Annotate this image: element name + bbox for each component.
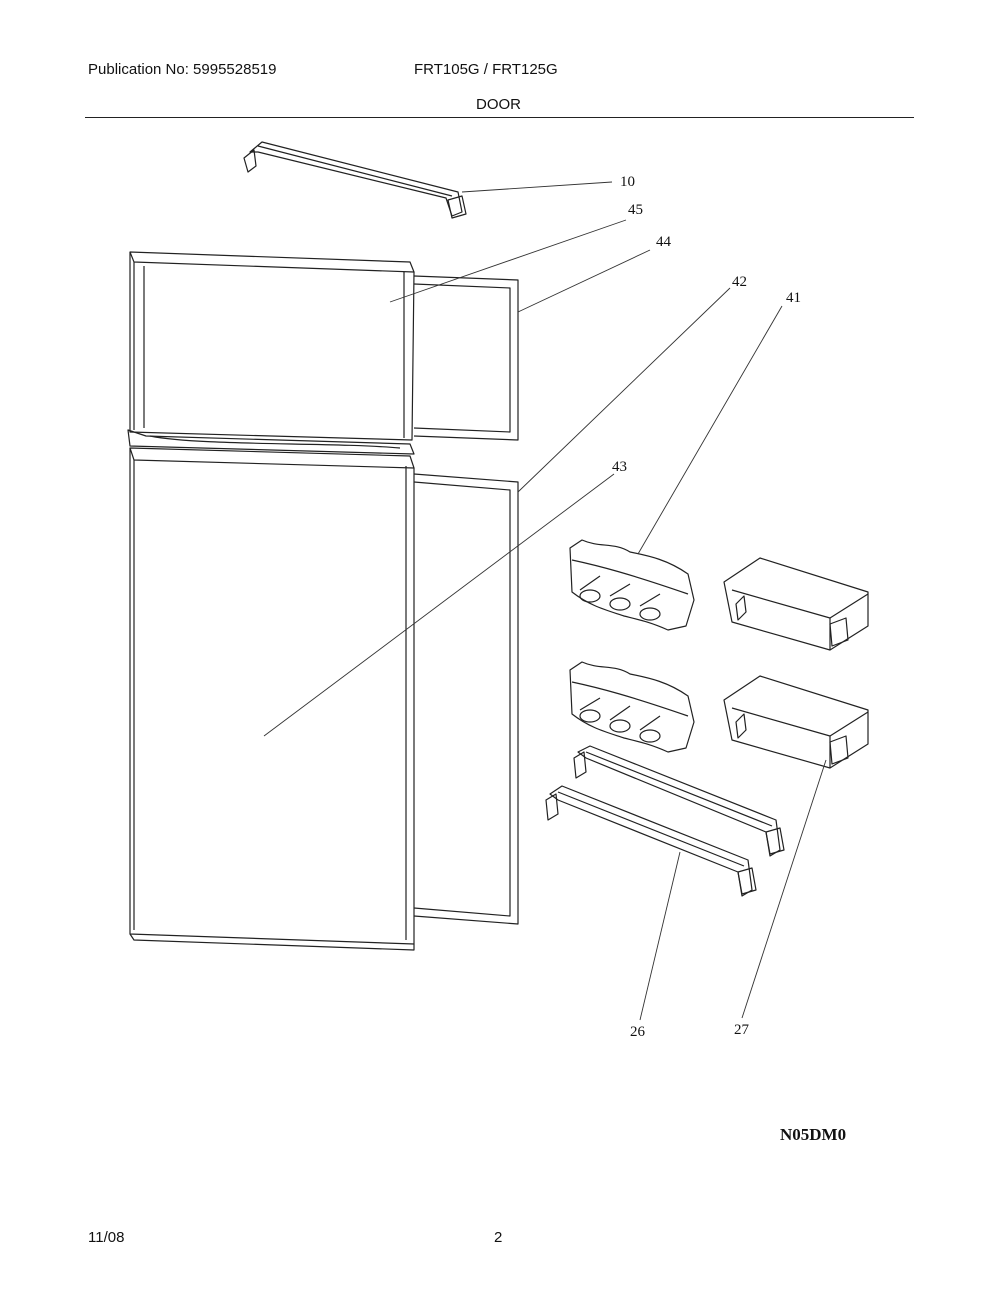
- page-number: 2: [494, 1229, 503, 1246]
- callout-45: 45: [628, 202, 643, 218]
- part-44-freezer-gasket: [413, 275, 519, 441]
- callout-44: 44: [656, 234, 672, 250]
- section-title: DOOR: [476, 96, 521, 113]
- callout-41: 41: [786, 290, 801, 306]
- part-42-fresh-food-gasket: [413, 473, 519, 925]
- part-41-egg-tray-upper: [569, 539, 695, 631]
- callout-10: 10: [620, 174, 635, 190]
- callout-26: 26: [630, 1024, 646, 1040]
- part-43-fresh-food-door: [129, 447, 415, 951]
- part-26-door-rail-lower: [545, 785, 757, 897]
- part-26-door-rail-upper: [573, 745, 785, 857]
- part-45-freezer-door: [127, 251, 415, 455]
- part-10-door-rail: [243, 141, 467, 219]
- callout-42: 42: [732, 274, 747, 290]
- part-27-door-bin-upper: [723, 557, 869, 651]
- publication-number: Publication No: 5995528519: [88, 61, 277, 78]
- callout-27: 27: [734, 1022, 750, 1038]
- leader-lines: [263, 181, 827, 1021]
- part-27-door-bin-lower: [723, 675, 869, 769]
- diagram-code: N05DM0: [780, 1125, 847, 1144]
- callout-43: 43: [612, 459, 627, 475]
- part-41-egg-tray-lower: [569, 661, 695, 753]
- header-rule: [85, 117, 914, 118]
- model-numbers: FRT105G / FRT125G: [414, 61, 558, 78]
- footer-date: 11/08: [88, 1229, 125, 1246]
